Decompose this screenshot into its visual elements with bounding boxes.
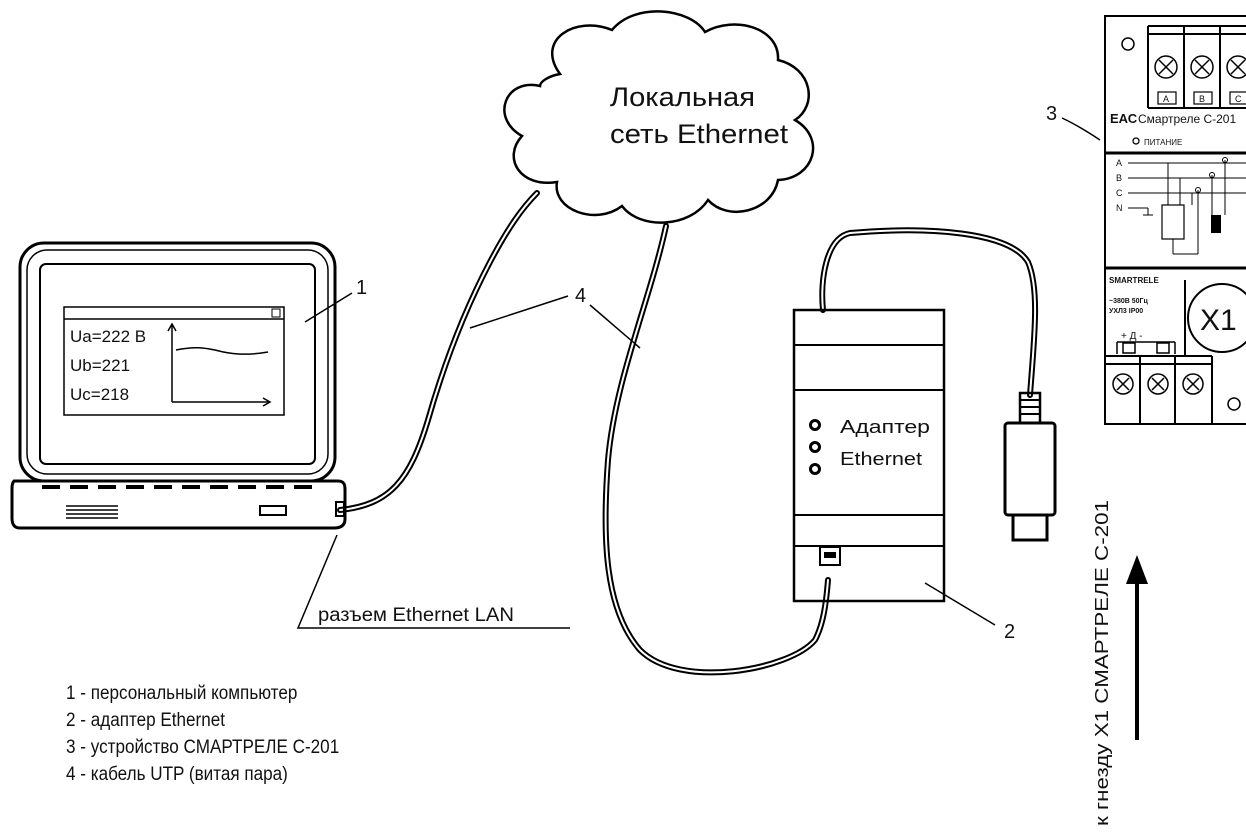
laptop: Ua=222 В Ub=221 Uc=218 [10, 241, 347, 530]
cable-adapter-to-plug [819, 227, 1039, 398]
phase-label-a: A [1116, 158, 1122, 168]
adapter-label-line2: Ethernet [840, 449, 922, 469]
bottom-terminal-block [1104, 355, 1213, 424]
cable-laptop-to-network [337, 190, 540, 513]
phase-label-b: B [1116, 173, 1122, 183]
utp-cables [337, 190, 1039, 676]
legend-item: 1 - персональный компьютер [66, 683, 298, 704]
reading-ub: Ub=221 [70, 356, 130, 375]
adapter-lan-port [819, 546, 841, 566]
spec-line-1: ~380В 50Гц [1109, 298, 1149, 305]
label-number-device: 3 [1046, 103, 1057, 125]
eac-mark: ЕАС [1110, 111, 1138, 126]
legend: 1 - персональный компьютер 2 - адаптер E… [66, 680, 339, 788]
connector-label: разъем Ethernet LAN [318, 605, 514, 626]
top-terminal-block: A B C [1147, 25, 1246, 109]
arrow-label: к гнезду X1 СМАРТРЕЛЕ С-201 [1092, 500, 1112, 826]
terminal-label-a: A [1163, 94, 1169, 104]
socket-label: X1 [1200, 304, 1237, 337]
keyboard-keys [42, 485, 312, 489]
laptop-slot [259, 505, 287, 516]
smartrele-device: A B C ЕАС Смартреле С-201 ПИТАНИЕ A B C … [1104, 15, 1246, 425]
device-model: Смартреле С-201 [1138, 112, 1236, 126]
phase-label-n: N [1116, 203, 1123, 213]
indicator-led-3 [809, 463, 821, 475]
network-label-line2: сеть Ethernet [610, 119, 789, 149]
reading-ua: Ua=222 В [70, 327, 146, 346]
arrow-to-x1 [1126, 555, 1148, 740]
phase-label-c: C [1116, 188, 1123, 198]
label-number-cable: 4 [575, 285, 586, 307]
label-number-laptop: 1 [356, 277, 367, 299]
spec-line-2: УХЛ3 IP00 [1109, 308, 1143, 315]
ethernet-port [335, 501, 345, 517]
legend-item: 2 - адаптер Ethernet [66, 710, 226, 731]
laptop-vent [66, 505, 118, 519]
x1-socket [1187, 283, 1246, 353]
brand-label: SMARTRELE [1109, 276, 1159, 285]
sensor-terminal: + Д - [1116, 331, 1176, 354]
ethernet-adapter: Адаптер Ethernet [792, 308, 946, 603]
network-cloud: Локальная сеть Ethernet [503, 10, 815, 224]
power-label: ПИТАНИЕ [1144, 138, 1182, 147]
sensor-label: + Д - [1121, 331, 1143, 342]
terminal-label-c: C [1235, 94, 1242, 104]
x1-plug [1003, 391, 1057, 542]
wiring-scheme: A B C N [1116, 157, 1246, 255]
adapter-label-line1: Адаптер [840, 417, 930, 437]
legend-item: 3 - устройство СМАРТРЕЛЕ С-201 [66, 737, 340, 758]
terminal-label-b: B [1199, 94, 1205, 104]
indicator-led-1 [809, 419, 821, 431]
indicator-led-2 [809, 441, 821, 453]
network-label-line1: Локальная [610, 82, 755, 112]
label-number-adapter: 2 [1004, 621, 1015, 643]
legend-item: 4 - кабель UTP (витая пара) [66, 764, 288, 785]
reading-uc: Uc=218 [70, 385, 129, 404]
